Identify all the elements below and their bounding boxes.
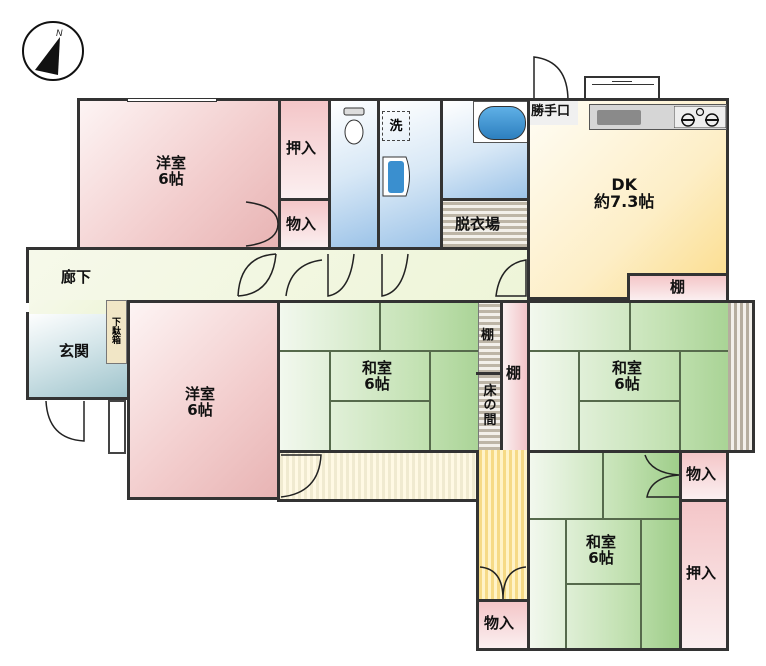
- room-size: 6帖: [158, 169, 184, 188]
- room-size: 約7.3帖: [594, 191, 655, 211]
- room-name: 和室: [612, 359, 643, 377]
- kitchen-sink-icon: [597, 110, 641, 125]
- shelf-small: 棚: [478, 303, 500, 373]
- dressing-room: 脱衣場: [440, 198, 530, 250]
- bathtub: [473, 101, 529, 143]
- room-name: 洋室: [185, 385, 216, 403]
- door-swings: [237, 253, 527, 297]
- divider: [476, 372, 502, 375]
- toilet-icon: [343, 107, 365, 145]
- corridor-vertical: [476, 450, 530, 602]
- bathtub-icon: [478, 106, 526, 140]
- room-name: 廊下: [61, 268, 92, 286]
- room-name: 棚: [481, 328, 495, 343]
- storage-3: 物入: [476, 599, 530, 651]
- shelf-tall: 棚: [500, 300, 530, 453]
- double-door-icon: [245, 201, 279, 247]
- storage-2: 物入: [679, 450, 729, 502]
- room-name: 物入: [484, 614, 515, 632]
- entrance-door-swing-icon[interactable]: [44, 399, 88, 445]
- corridor-door-swing-icon: [280, 454, 322, 498]
- room-name: 棚: [670, 278, 686, 296]
- tokonoma: 床の間: [478, 375, 500, 450]
- room-name: DK: [611, 175, 638, 194]
- compass: N: [20, 20, 86, 82]
- kitchen-counter: [589, 104, 727, 130]
- room-name: 押入: [286, 139, 317, 157]
- room-name: 物入: [286, 215, 317, 233]
- room-name: 物入: [686, 465, 717, 483]
- kitchen-window: [584, 76, 660, 98]
- room-name: 玄関: [59, 342, 90, 360]
- engawa-strip: [728, 303, 752, 450]
- gas-stove-icon: [674, 106, 726, 128]
- svg-text:N: N: [56, 28, 63, 38]
- room-size: 6帖: [187, 400, 213, 419]
- bathroom: [440, 98, 530, 201]
- oshiire-2: 押入: [679, 499, 729, 651]
- toilet: [328, 98, 380, 250]
- hallway-extension: [29, 300, 127, 314]
- window: [127, 98, 217, 102]
- room-name: 脱衣場: [455, 215, 501, 233]
- room-size: 6帖: [364, 374, 390, 393]
- room-name: 床の間: [483, 384, 497, 428]
- room-size: 6帖: [588, 548, 614, 567]
- shoe-box-label: 下駄箱: [110, 317, 120, 344]
- back-door-label[interactable]: 勝手口: [531, 104, 571, 119]
- room-name: 洋室: [156, 154, 187, 172]
- room-name: 和室: [362, 359, 393, 377]
- back-door-area: [530, 101, 578, 125]
- room-name: 押入: [686, 564, 717, 582]
- washer-label: 洗: [389, 119, 403, 134]
- oshiire-1: 押入: [278, 98, 331, 201]
- shelf-dk: 棚: [627, 273, 729, 303]
- back-door-swing-icon: [533, 56, 569, 102]
- entrance-window: [108, 400, 126, 454]
- sink-icon: [382, 156, 410, 197]
- room-name: 和室: [586, 533, 617, 551]
- washer-space: 洗: [382, 111, 410, 141]
- storage-door-swing-icon: [644, 454, 680, 498]
- north-arrow-icon: N: [22, 21, 84, 81]
- storage-1: 物入: [278, 198, 331, 250]
- room-name: 棚: [506, 364, 522, 382]
- washroom: 洗: [377, 98, 443, 250]
- storage-double-door-icon: [479, 566, 527, 600]
- shoe-box: 下駄箱: [106, 300, 127, 364]
- room-size: 6帖: [614, 374, 640, 393]
